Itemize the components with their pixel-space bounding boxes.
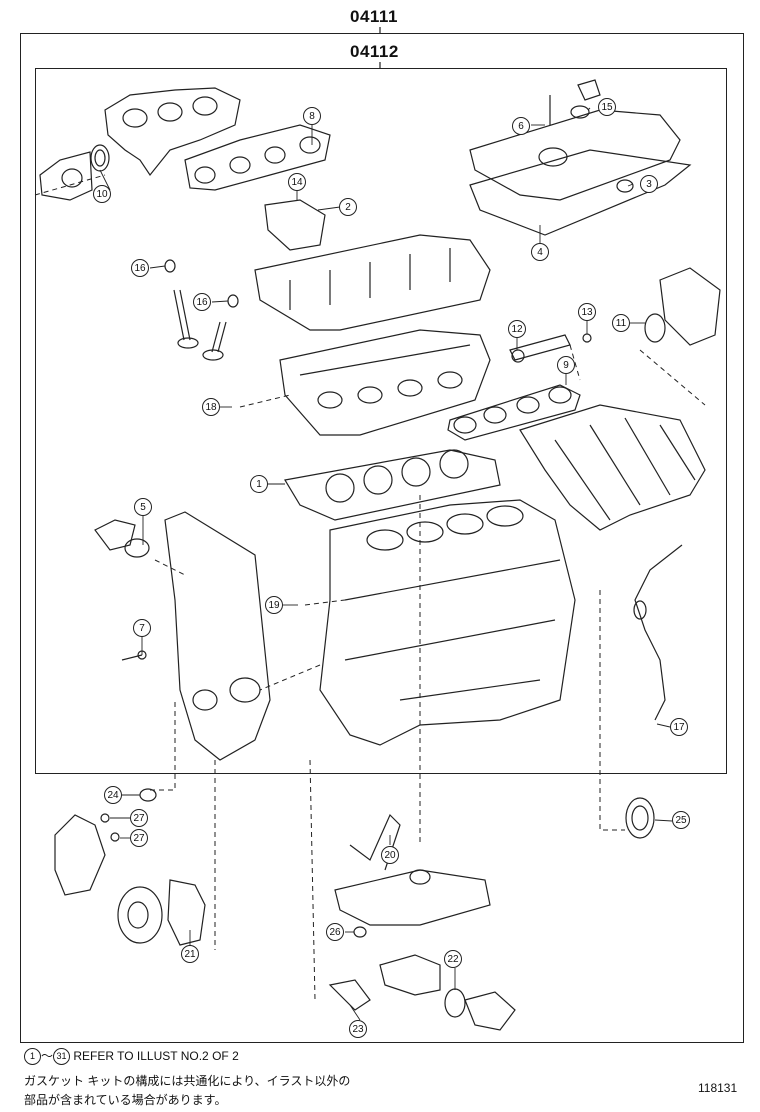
- callout-12: 12: [508, 320, 526, 338]
- callout-4: 4: [531, 243, 549, 261]
- callout-21: 21: [181, 945, 199, 963]
- cylinder-head-gasket: [284, 449, 501, 521]
- callout-6: 6: [512, 117, 530, 135]
- callout-25: 25: [672, 811, 690, 829]
- callout-2: 2: [339, 198, 357, 216]
- japanese-note-line-2: 部品が含まれている場合があります。: [24, 1093, 227, 1107]
- exhaust-ring-gasket: [90, 144, 110, 172]
- callout-20: 20: [381, 846, 399, 864]
- exhaust-manifold-gasket: [184, 124, 331, 191]
- ref-tilde: ～: [41, 1049, 54, 1063]
- callout-9: 9: [557, 356, 575, 374]
- water-pump-pulley: [117, 879, 206, 946]
- intake-manifold-gasket: [447, 384, 581, 441]
- cylinder-block: [319, 499, 576, 746]
- inner-kit-code: 04112: [350, 42, 399, 61]
- callout-24: 24: [104, 786, 122, 804]
- exhaust-manifold: [39, 87, 241, 201]
- callout-22: 22: [444, 950, 462, 968]
- callout-3: 3: [640, 175, 658, 193]
- throttle-body: [644, 267, 721, 346]
- outer-kit-frame: [20, 33, 744, 1043]
- timing-chain-cover: [164, 511, 271, 761]
- oil-pan: [334, 869, 491, 926]
- reference-note: 1～31 REFER TO ILLUST NO.2 OF 2: [24, 1047, 239, 1066]
- water-outlet: [94, 519, 136, 551]
- callout-23: 23: [349, 1020, 367, 1038]
- camshaft-housing: [254, 234, 491, 331]
- cylinder-head: [279, 329, 491, 436]
- cylinder-head-cover: [469, 79, 692, 236]
- callout-16-b: 16: [193, 293, 211, 311]
- callout-18: 18: [202, 398, 220, 416]
- callout-5: 5: [134, 498, 152, 516]
- japanese-note-line-1: ガスケット キットの構成には共通化により、イラスト以外の: [24, 1074, 351, 1088]
- callout-8: 8: [303, 107, 321, 125]
- ref-end-number: 31: [53, 1048, 71, 1066]
- callout-19: 19: [265, 596, 283, 614]
- cam-bracket: [264, 199, 326, 251]
- intake-manifold: [519, 404, 706, 531]
- callout-16-a: 16: [131, 259, 149, 277]
- ref-start-number: 1: [24, 1048, 41, 1066]
- callout-27-b: 27: [130, 829, 148, 847]
- callout-11: 11: [612, 314, 630, 332]
- callout-10: 10: [93, 185, 111, 203]
- callout-13: 13: [578, 303, 596, 321]
- oil-strainer: [349, 813, 401, 871]
- illustration-number: 118131: [698, 1081, 738, 1095]
- callout-15: 15: [598, 98, 616, 116]
- callout-26: 26: [326, 923, 344, 941]
- inner-kit-frame: [35, 68, 727, 774]
- callout-17: 17: [670, 718, 688, 736]
- callout-1: 1: [250, 475, 268, 493]
- rear-oil-seal: [625, 797, 655, 839]
- outer-kit-code: 04111: [350, 7, 398, 26]
- oil-dipstick-guide: [634, 544, 683, 721]
- callout-27-a: 27: [130, 809, 148, 827]
- ref-text: REFER TO ILLUST NO.2 OF 2: [73, 1049, 239, 1063]
- callout-7: 7: [133, 619, 151, 637]
- thermostat-housing: [328, 954, 516, 1031]
- callout-14: 14: [288, 173, 306, 191]
